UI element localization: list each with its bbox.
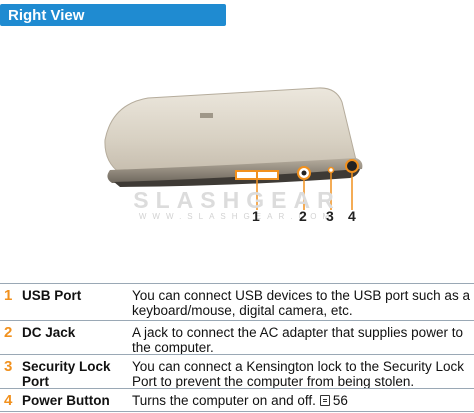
watermark-url: WWW.SLASHGEAR.COM	[138, 212, 336, 221]
lid-logo	[200, 113, 213, 118]
laptop-figure: SLASHGEAR WWW.SLASHGEAR.COM 1 2 3 4	[0, 30, 474, 245]
page-reference[interactable]: 56	[332, 393, 348, 408]
part-name: USB Port	[22, 288, 82, 303]
part-name: Power Button	[22, 393, 110, 408]
table-row: 4 Power Button Turns the computer on and…	[0, 388, 474, 412]
part-description: You can connect a Kensington lock to the…	[132, 359, 464, 389]
watermark-logo: SLASHGEAR	[133, 187, 341, 213]
table-row: 1 USB Port You can connect USB devices t…	[0, 283, 474, 321]
row-number: 1	[4, 287, 13, 304]
row-number: 4	[4, 392, 13, 409]
callout-2: 2	[299, 208, 307, 224]
page-reference-icon	[319, 394, 330, 406]
row-number: 2	[4, 324, 13, 341]
table-row: 3 Security Lock Port You can connect a K…	[0, 354, 474, 389]
part-description: Turns the computer on and off. 56	[132, 393, 470, 408]
row-number: 3	[4, 358, 13, 375]
security-lock-port	[327, 166, 335, 174]
part-description: You can connect USB devices to the USB p…	[132, 288, 470, 318]
part-description: A jack to connect the AC adapter that su…	[132, 325, 463, 355]
laptop-right-view-image	[104, 87, 363, 210]
section-title: Right View	[8, 7, 85, 24]
part-name: DC Jack	[22, 325, 76, 340]
table-row: 2 DC Jack A jack to connect the AC adapt…	[0, 320, 474, 355]
part-name: Security Lock Port	[22, 359, 111, 389]
callout-3: 3	[326, 208, 334, 224]
power-button	[345, 159, 359, 173]
section-header: Right View	[0, 4, 226, 26]
callout-1: 1	[252, 208, 260, 224]
part-description-text: Turns the computer on and off.	[132, 393, 316, 408]
callout-4: 4	[348, 208, 356, 224]
